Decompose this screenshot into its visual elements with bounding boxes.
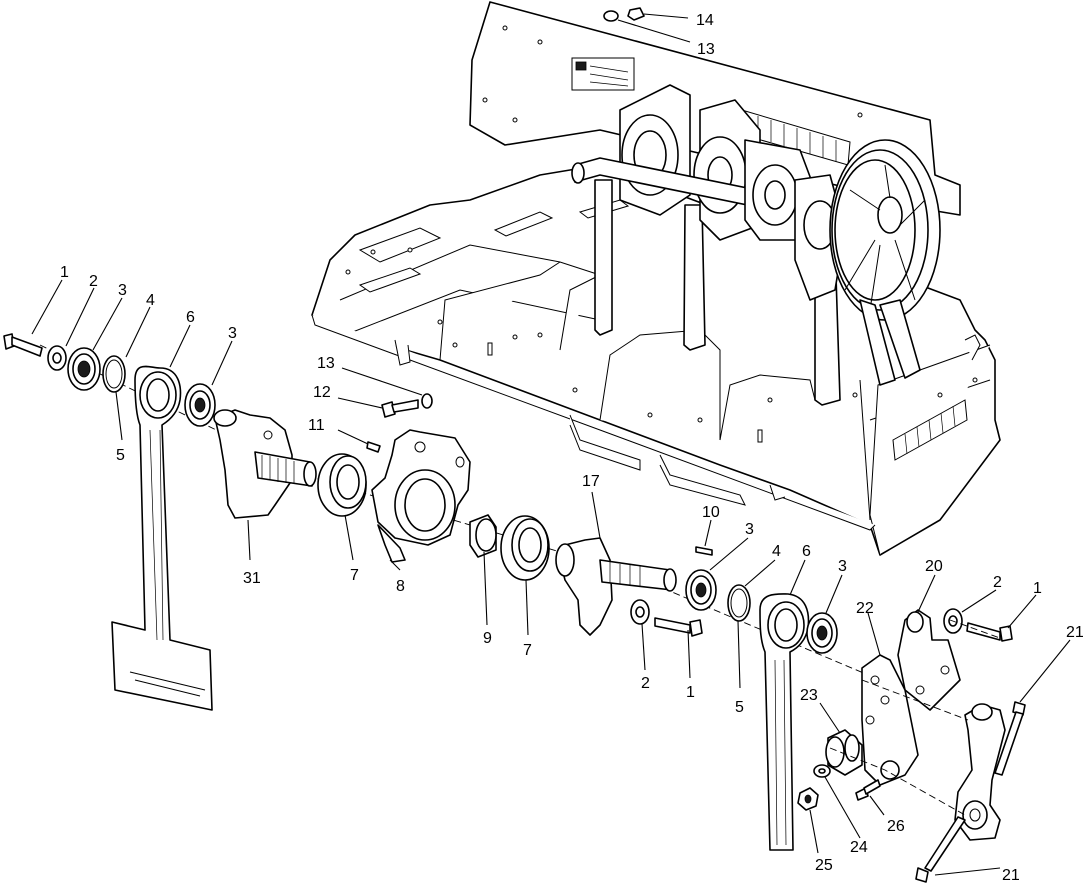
- bolt-part: [3, 333, 43, 357]
- callout-2-c: 2: [993, 574, 1002, 591]
- bolt-part-b: [654, 617, 703, 637]
- large-bearing-part-b: [500, 515, 550, 581]
- washer-part-b: [630, 599, 650, 625]
- callout-25: 25: [815, 857, 833, 874]
- snap-ring-part-b: [727, 584, 751, 622]
- mount-plate-part: [861, 654, 919, 786]
- callout-4-a: 4: [146, 292, 155, 309]
- callout-13-b: 13: [697, 41, 715, 58]
- callout-23: 23: [800, 687, 818, 704]
- callout-12: 12: [313, 384, 331, 401]
- callout-5-a: 5: [116, 447, 125, 464]
- leader-lines: [31, 13, 1071, 876]
- callout-20: 20: [925, 558, 943, 575]
- rubber-bushing-part: [825, 729, 863, 776]
- callout-2-b: 2: [641, 675, 650, 692]
- callout-4-b: 4: [772, 543, 781, 560]
- bolt-part-26: [855, 779, 881, 801]
- nut-part: [797, 787, 819, 811]
- bearing-part-d: [806, 612, 838, 654]
- snap-ring-part: [102, 355, 126, 393]
- bolt-part-21b: [915, 816, 966, 883]
- callout-3-a: 3: [118, 282, 127, 299]
- callout-17: 17: [582, 473, 600, 490]
- washer-part: [47, 345, 67, 371]
- callout-11: 11: [308, 417, 325, 434]
- connecting-arm-right: [759, 593, 810, 851]
- screw-part: [366, 441, 381, 453]
- lever-arm-part: [954, 703, 1006, 841]
- callout-2-a: 2: [89, 273, 98, 290]
- bearing-part-c: [685, 569, 717, 611]
- callout-24: 24: [850, 839, 868, 856]
- bearing-part: [67, 347, 101, 391]
- bearing-housing-part: [371, 429, 471, 563]
- callout-5-b: 5: [735, 699, 744, 716]
- bearing-part-b: [184, 383, 216, 427]
- spacer-ring-part: [469, 514, 497, 558]
- callout-10: 10: [702, 504, 720, 521]
- bolt-part-21a: [994, 701, 1026, 776]
- washer-part-24: [813, 764, 831, 778]
- callout-6-b: 6: [802, 543, 811, 560]
- bolt-part-c: [966, 622, 1013, 642]
- top-hardware: [603, 7, 645, 22]
- callout-3-b: 3: [228, 325, 237, 342]
- callout-13-a: 13: [317, 355, 335, 372]
- callout-6-a: 6: [186, 309, 195, 326]
- frame-assembly: [311, 1, 1001, 556]
- callout-1-a: 1: [60, 264, 69, 281]
- callout-labels: 1 2 3 4 6 3 5 13 12 11 31 7 8 9 7 17 10 …: [60, 12, 1084, 884]
- callout-3-c: 3: [745, 521, 754, 538]
- callout-3-d: 3: [838, 558, 847, 575]
- callout-21-b: 21: [1002, 867, 1020, 884]
- crank-hub-part: [213, 409, 317, 519]
- callout-7-b: 7: [523, 642, 532, 659]
- connecting-arm-left: [111, 365, 213, 711]
- callout-1-c: 1: [1033, 580, 1042, 597]
- callout-14: 14: [696, 12, 714, 29]
- rear-crank-assembly: [571, 84, 941, 406]
- callout-8: 8: [396, 578, 405, 595]
- key-part: [695, 546, 713, 556]
- callout-21-a: 21: [1066, 624, 1084, 641]
- callout-1-b: 1: [686, 684, 695, 701]
- callout-31: 31: [243, 570, 261, 587]
- callout-22: 22: [856, 600, 874, 617]
- washer-part-13: [421, 393, 433, 409]
- callout-9: 9: [483, 630, 492, 647]
- bolt-part-12: [381, 399, 419, 418]
- callout-7-a: 7: [350, 567, 359, 584]
- callout-26: 26: [887, 818, 905, 835]
- large-bearing-part-a: [317, 453, 367, 517]
- right-bracket-parts: [797, 608, 1026, 883]
- left-exploded-parts: [3, 333, 881, 851]
- upper-bracket-part: [897, 609, 961, 711]
- crank-part: [555, 537, 677, 636]
